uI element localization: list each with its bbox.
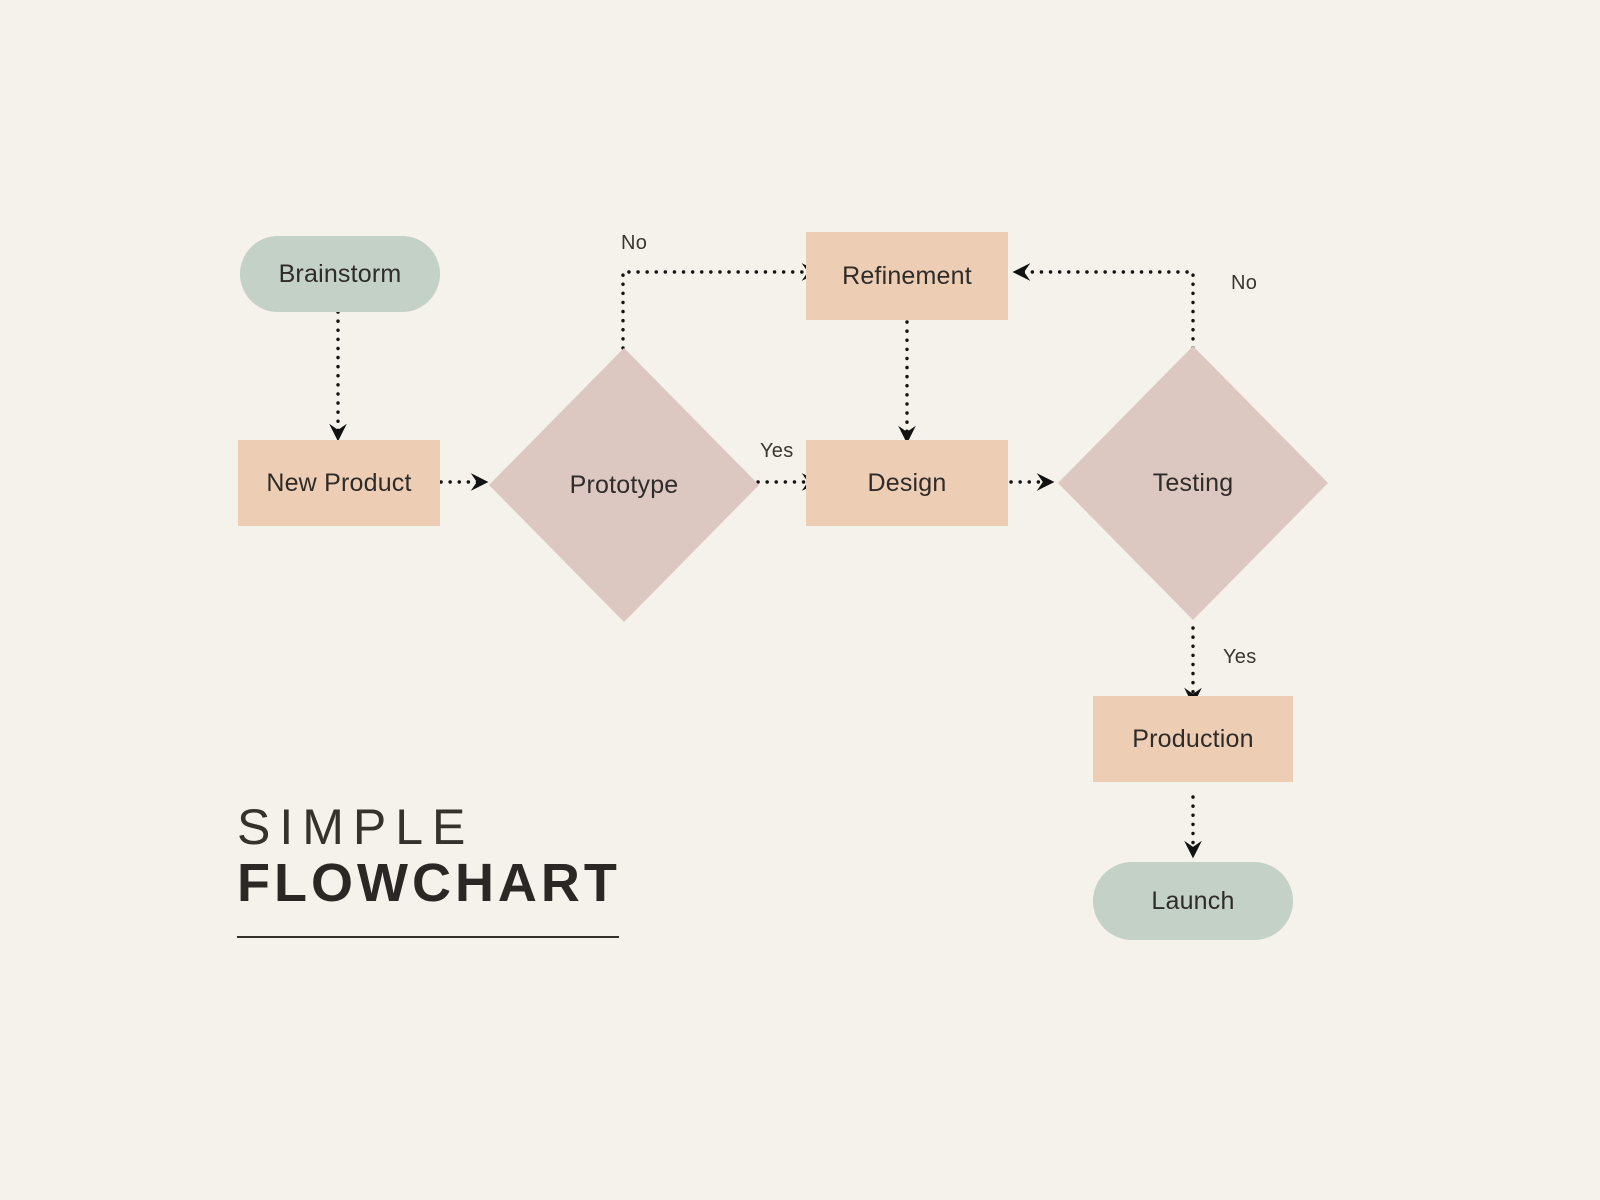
edge-label-testing-yes: Yes [1223, 646, 1257, 668]
title-line-flowchart: FLOWCHART [237, 853, 621, 913]
node-testing[interactable]: Testing [1058, 346, 1328, 620]
title-line-simple: SIMPLE [237, 799, 475, 855]
node-refinement[interactable]: Refinement [806, 232, 1008, 320]
node-new-product[interactable]: New Product [238, 440, 440, 526]
edge-label-prototype-no: No [621, 232, 648, 254]
connector-testing-no-to-refinement [1012, 263, 1195, 350]
edge-label-testing-no: No [1231, 272, 1258, 294]
connector-prototype-no-to-refinement [621, 263, 820, 350]
title-block: SIMPLE FLOWCHART [237, 799, 757, 939]
node-brainstorm-label: Brainstorm [278, 259, 402, 288]
node-launch[interactable]: Launch [1093, 862, 1293, 940]
title-underline-rule [237, 936, 619, 939]
node-production[interactable]: Production [1093, 696, 1293, 782]
node-production-label: Production [1132, 724, 1254, 753]
node-design[interactable]: Design [806, 440, 1008, 526]
node-prototype-label: Prototype [569, 470, 679, 499]
node-design-label: Design [867, 468, 947, 497]
node-launch-label: Launch [1151, 886, 1235, 915]
node-new-product-label: New Product [266, 468, 412, 497]
node-refinement-label: Refinement [842, 261, 972, 290]
edge-label-prototype-yes: Yes [760, 440, 794, 462]
node-testing-label: Testing [1152, 468, 1234, 497]
node-brainstorm[interactable]: Brainstorm [240, 236, 440, 312]
node-prototype[interactable]: Prototype [489, 348, 759, 622]
